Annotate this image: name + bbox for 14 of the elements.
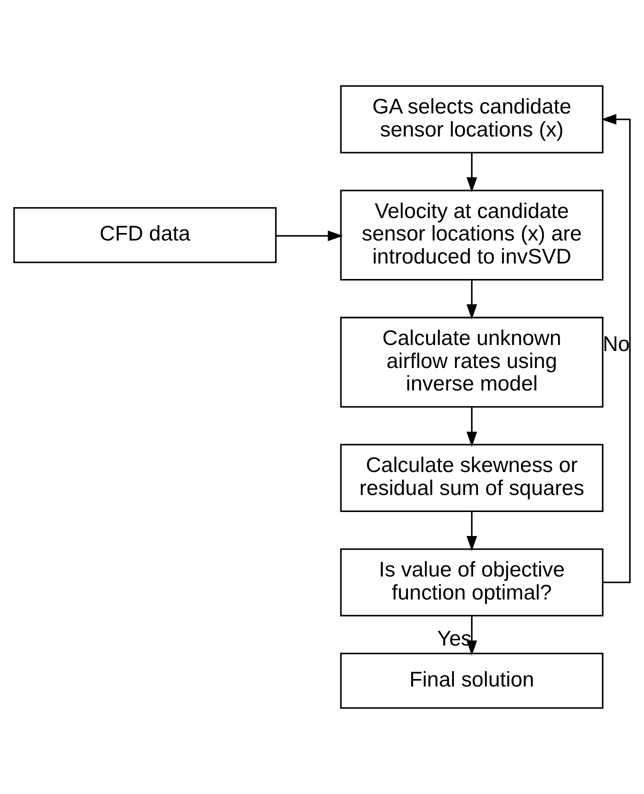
node-box: CFD data xyxy=(13,207,277,264)
arrow xyxy=(466,280,478,320)
arrow xyxy=(276,230,343,242)
node-box: Is value of objective function optimal? xyxy=(340,548,604,616)
node-box: Velocity at candidate sensor locations (x) are introduced to invSVD xyxy=(340,190,604,280)
node-box: Calculate unknown airflow rates using inverse model xyxy=(340,316,604,408)
arrow xyxy=(466,512,478,552)
node-box: Calculate skewness or residual sum of squares xyxy=(340,444,604,512)
node-box: GA selects candidate sensor locations (x) xyxy=(340,85,604,154)
node-box: Final solution xyxy=(340,652,604,709)
edge-label: No xyxy=(602,333,630,356)
arrow xyxy=(466,152,478,192)
arrow xyxy=(601,114,631,584)
arrow xyxy=(466,407,478,447)
